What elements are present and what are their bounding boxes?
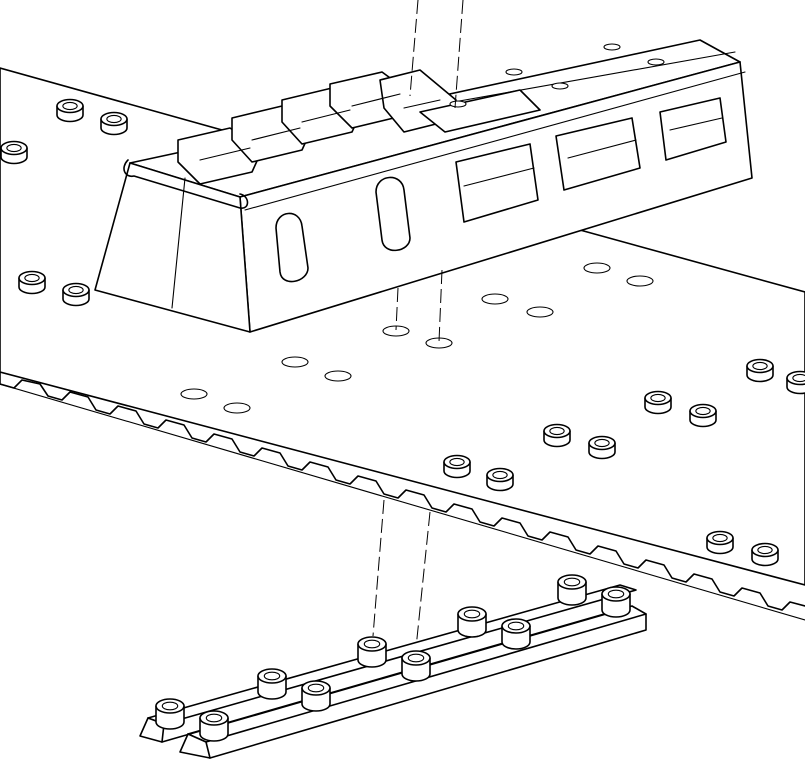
loose-nuts-group xyxy=(0,98,805,567)
loose-nut xyxy=(56,98,84,123)
cleat-end-face xyxy=(94,162,251,333)
belt-hole xyxy=(626,275,654,287)
cleat-top-center-line xyxy=(419,51,736,109)
cleat-top-hole xyxy=(505,68,523,76)
loose-nut xyxy=(443,454,471,479)
loose-nut xyxy=(100,111,128,136)
belt-hole xyxy=(526,306,554,318)
alignment-lines xyxy=(372,0,464,649)
belt-holes xyxy=(180,262,654,414)
strip-nut xyxy=(501,618,531,650)
belt-hole xyxy=(583,262,611,274)
strip-nut xyxy=(257,668,287,700)
cleat-window xyxy=(375,176,411,252)
cleat-lugs xyxy=(177,69,541,185)
cleat-top-hole xyxy=(449,100,467,108)
backing-strip-front-bottom xyxy=(209,613,647,759)
loose-nut xyxy=(0,140,28,165)
cleat-nose-edge xyxy=(123,159,249,209)
cleat-window xyxy=(659,97,727,161)
cleat-top-edge-line xyxy=(244,71,746,211)
alignment-line xyxy=(415,511,431,649)
loose-nut xyxy=(588,435,616,460)
belt-hole xyxy=(324,370,352,382)
cleat-top-hole xyxy=(551,82,569,90)
loose-nut xyxy=(62,282,90,307)
belt-front-teeth-edge xyxy=(0,371,805,611)
strip-nut xyxy=(557,574,587,606)
backing-strip-rear-bottom xyxy=(161,609,621,743)
strip-nut xyxy=(357,636,387,668)
loose-nut xyxy=(706,530,734,555)
alignment-line xyxy=(409,0,419,97)
cleat-end-split-line xyxy=(171,177,186,309)
alignment-line xyxy=(438,269,443,343)
cleat-lug-detail xyxy=(199,93,441,161)
strip-nut xyxy=(457,606,487,638)
cleat-top-hole xyxy=(603,43,621,51)
belt-hole xyxy=(281,356,309,368)
cleat-window xyxy=(275,212,309,283)
cleat-lug-ramp xyxy=(419,89,541,133)
strip-nut xyxy=(199,710,229,742)
alignment-line xyxy=(372,499,385,637)
loose-nut xyxy=(751,542,779,567)
cleat-windows xyxy=(275,97,727,283)
belt-hole xyxy=(180,388,208,400)
cleat-window xyxy=(555,117,641,191)
strip-nut xyxy=(301,680,331,712)
loose-nut xyxy=(644,390,672,415)
belt-front-lower-line xyxy=(0,383,805,621)
loose-nut xyxy=(746,358,774,383)
belt-hole xyxy=(223,402,251,414)
strip-nut xyxy=(601,586,631,618)
loose-nut xyxy=(543,423,571,448)
strip-nut xyxy=(155,698,185,730)
strip-nut xyxy=(401,650,431,682)
cleat-top-hole xyxy=(647,58,665,66)
loose-nut xyxy=(18,270,46,295)
cleat-block xyxy=(94,39,753,333)
strip-nuts-group xyxy=(155,574,631,742)
cleat-window-inner-lines xyxy=(463,117,723,187)
cleat-window xyxy=(455,143,539,223)
loose-nut xyxy=(786,370,805,395)
alignment-line xyxy=(395,287,399,331)
loose-nut xyxy=(689,403,717,428)
loose-nut xyxy=(486,467,514,492)
belt-hole xyxy=(481,293,509,305)
